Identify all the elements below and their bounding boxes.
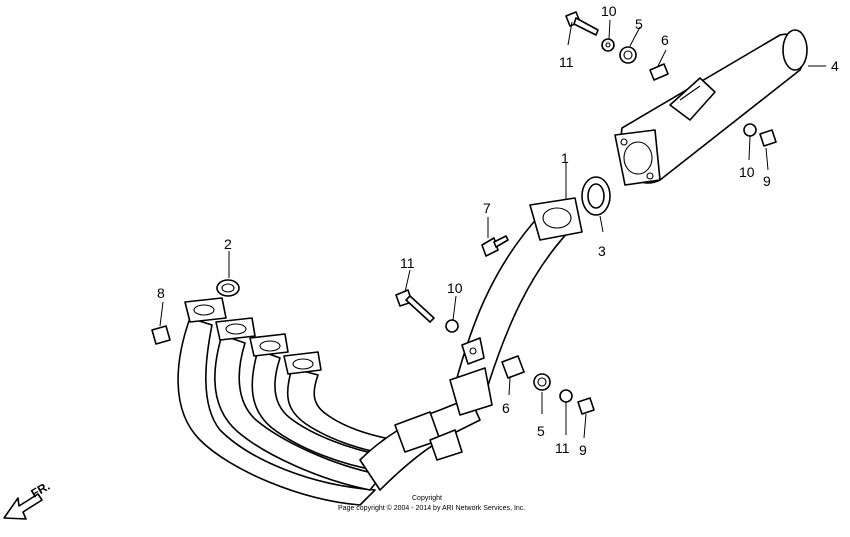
- callout-4: 4: [831, 58, 839, 74]
- callout-8: 8: [157, 285, 165, 301]
- copyright-title: Copyright: [412, 495, 442, 502]
- callout-11-top: 11: [559, 54, 574, 70]
- mid-pipe: [449, 197, 583, 416]
- callout-7: 7: [483, 200, 491, 216]
- callout-9-right: 9: [763, 173, 771, 189]
- gasket-3: [581, 176, 611, 216]
- callout-1: 1: [561, 150, 569, 166]
- callout-3: 3: [598, 243, 606, 259]
- header-pipes: [177, 297, 481, 506]
- callout-10-lower: 11: [555, 440, 570, 456]
- callout-10-top: 10: [601, 3, 617, 19]
- callout-6-top: 6: [661, 32, 669, 48]
- callouts: 1 2 3 4 5 5 6 6 7 8 9 9 10 10 10 11 11 1…: [157, 3, 839, 458]
- callout-5-lower: 5: [537, 423, 545, 439]
- callout-11-mid: 11: [400, 255, 415, 271]
- front-direction-arrow: FR.: [3, 479, 52, 520]
- leader-lines: [159, 19, 826, 439]
- callout-10-mid: 10: [447, 280, 463, 296]
- callout-10-right: 10: [739, 164, 755, 180]
- copyright-line: Page copyright © 2004 - 2014 by ARI Netw…: [338, 504, 525, 512]
- callout-5-top: 5: [635, 16, 643, 32]
- callout-6-lower: 6: [502, 400, 510, 416]
- callout-9-lower: 9: [579, 442, 587, 458]
- fasteners: [151, 11, 777, 415]
- callout-2: 2: [224, 236, 232, 252]
- copyright-notice: Copyright Page copyright © 2004 - 2014 b…: [338, 495, 525, 512]
- muffler: [614, 29, 808, 186]
